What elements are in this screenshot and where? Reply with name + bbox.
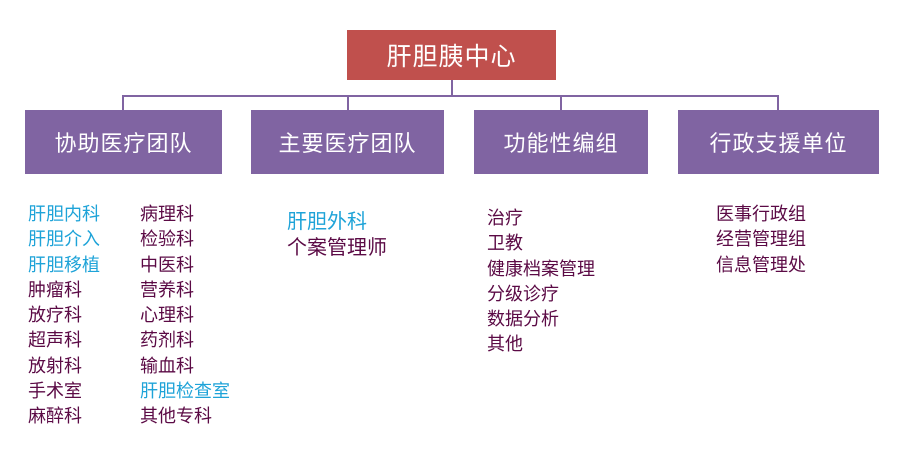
list-item: 数据分析	[487, 309, 559, 331]
team-box-assist-medical: 协助医疗团队	[25, 110, 222, 174]
list-item: 经营管理组	[716, 229, 806, 251]
list-item: 卫教	[487, 233, 523, 255]
connector-drop-team-1	[122, 95, 124, 110]
list-item: 心理科	[140, 305, 194, 327]
list-item: 其他	[487, 334, 523, 356]
list-item: 信息管理处	[716, 254, 806, 276]
connector-drop-team-4	[777, 95, 779, 110]
team-label: 协助医疗团队	[54, 132, 193, 157]
connector-horizontal-bar	[122, 95, 779, 97]
list-item: 超声科	[28, 330, 82, 352]
list-item: 健康档案管理	[487, 258, 595, 280]
list-item: 医事行政组	[716, 204, 806, 225]
list-item: 药剂科	[140, 330, 194, 352]
list-item: 中医科	[140, 254, 194, 276]
list-item: 病理科	[140, 204, 194, 225]
assist-medical-list-col-1: 肝胆内科肝胆介入肝胆移植肿瘤科放疗科超声科放射科手术室麻醉科	[28, 202, 100, 430]
root-node-box: 肝胆胰中心	[347, 30, 556, 80]
team-box-admin-support: 行政支援单位	[678, 110, 879, 174]
list-item: 肝胆内科	[28, 204, 100, 225]
team-box-functional-group: 功能性编组	[474, 110, 648, 174]
assist-medical-list-col-2: 病理科检验科中医科营养科心理科药剂科输血科肝胆检查室其他专科	[140, 202, 230, 430]
list-item: 麻醉科	[28, 406, 82, 428]
team-label: 功能性编组	[503, 132, 619, 157]
list-item: 肝胆移植	[28, 254, 100, 276]
connector-root-stem	[451, 80, 453, 96]
list-item: 营养科	[140, 279, 194, 301]
list-item: 个案管理师	[287, 235, 387, 259]
list-item: 肿瘤科	[28, 279, 82, 301]
list-item: 检验科	[140, 229, 194, 251]
list-item: 手术室	[28, 381, 82, 403]
root-node-label: 肝胆胰中心	[386, 42, 517, 71]
connector-drop-team-2	[347, 95, 349, 110]
list-item: 放射科	[28, 355, 82, 377]
team-box-main-medical: 主要医疗团队	[251, 110, 444, 174]
functional-group-list: 治疗卫教健康档案管理分级诊疗数据分析其他	[487, 206, 595, 358]
admin-support-list: 医事行政组经营管理组信息管理处	[716, 202, 806, 278]
list-item: 其他专科	[140, 406, 212, 428]
list-item: 分级诊疗	[487, 283, 559, 305]
list-item: 放疗科	[28, 305, 82, 327]
main-medical-list: 肝胆外科个案管理师	[287, 208, 387, 260]
list-item: 治疗	[487, 208, 523, 229]
team-label: 主要医疗团队	[278, 132, 417, 157]
team-label: 行政支援单位	[709, 132, 848, 157]
list-item: 输血科	[140, 355, 194, 377]
list-item: 肝胆检查室	[140, 381, 230, 403]
connector-drop-team-3	[560, 95, 562, 110]
list-item: 肝胆介入	[28, 229, 100, 251]
list-item: 肝胆外科	[287, 209, 367, 233]
